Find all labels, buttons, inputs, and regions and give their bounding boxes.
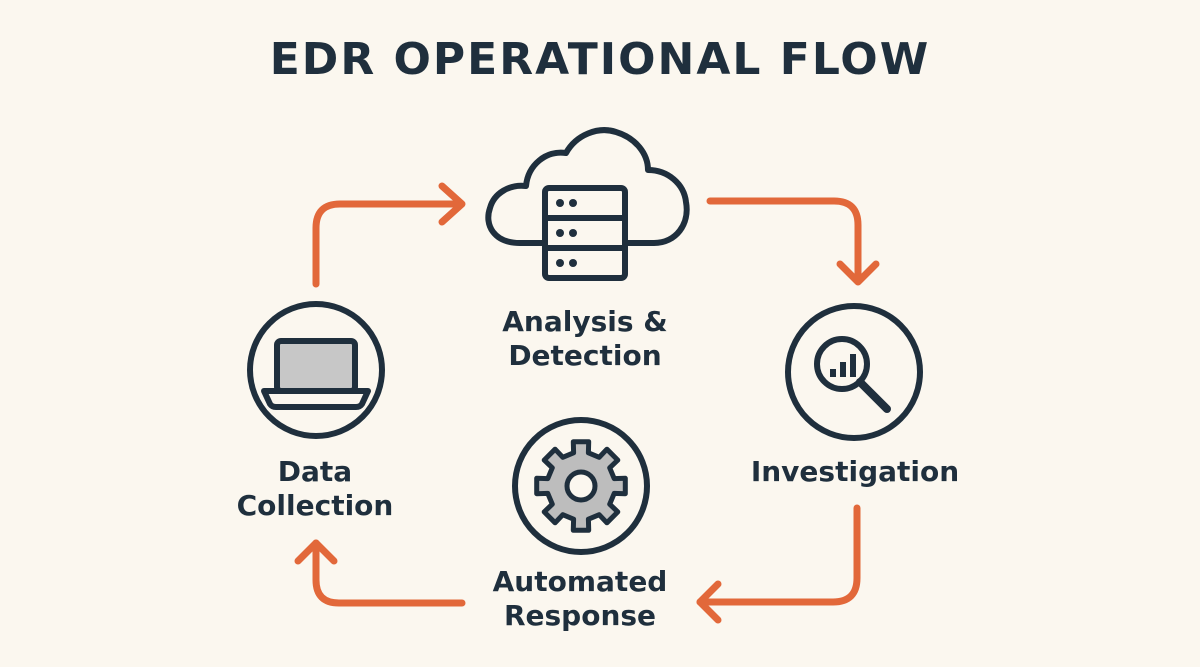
- page-title: EDR OPERATIONAL FLOW: [269, 34, 931, 85]
- arrowhead-investigation-to-response: [696, 580, 722, 624]
- stage-label-investigation: Investigation: [750, 455, 960, 488]
- arrow-collection-to-analysis: [312, 200, 464, 288]
- arrow-investigation-to-response: [696, 504, 861, 606]
- arrowhead-collection-to-analysis: [438, 182, 466, 226]
- stage-label-analysis: Analysis & Detection: [502, 305, 668, 372]
- gear-icon: [512, 417, 650, 555]
- cloud-server-icon: [485, 127, 690, 281]
- arrow-response-to-collection: [312, 539, 466, 607]
- arrow-analysis-to-investigation: [706, 197, 862, 284]
- laptop-icon: [247, 301, 385, 439]
- stage-label-collection: Data Collection: [236, 455, 394, 522]
- magnifier-chart-icon: [785, 303, 923, 441]
- stage-label-response: Automated Response: [492, 565, 668, 632]
- arrowhead-analysis-to-investigation: [836, 260, 880, 286]
- arrowhead-response-to-collection: [294, 539, 338, 565]
